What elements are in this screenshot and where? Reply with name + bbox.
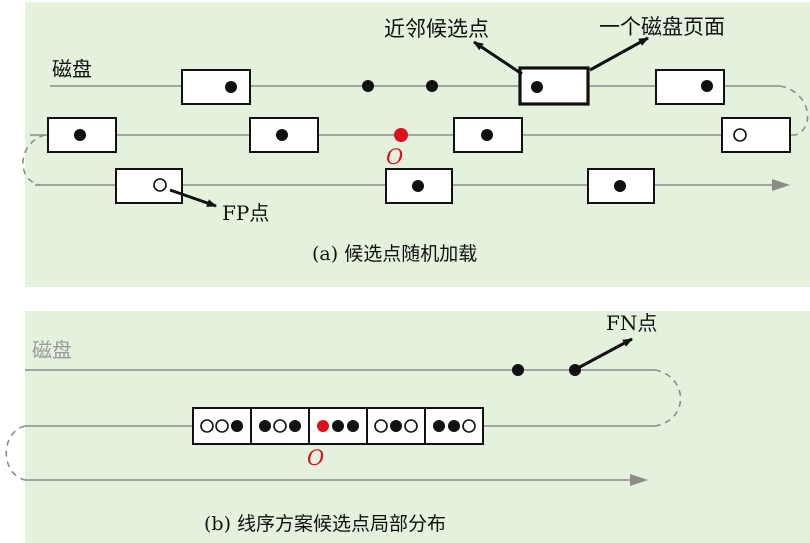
candidate-point-filled: [259, 420, 271, 432]
candidate-point-filled: [448, 420, 460, 432]
fn-point-label: FN点: [606, 311, 657, 335]
candidate-point-hollow: [215, 419, 229, 433]
candidate-point-filled: [433, 420, 445, 432]
panel-a-disk-label: 磁盘: [52, 57, 92, 81]
panel-b: 磁盘 FN点 O (b) 线序方案候选点局部分布: [5, 311, 810, 543]
candidate-point-filled: [225, 81, 237, 93]
loose-candidate-point: [426, 80, 438, 92]
arrow-icon: [169, 188, 217, 208]
fp-point: [153, 178, 167, 192]
candidate-point-filled: [231, 420, 243, 432]
panel-a: 磁盘 O: [22, 2, 810, 287]
loose-candidate-point: [362, 80, 374, 92]
dashed-connector-left: [5, 425, 26, 481]
dashed-connector-left: [22, 134, 46, 186]
query-point-label: O: [386, 145, 403, 169]
arrow-icon: [577, 337, 633, 370]
dashed-connector-right: [779, 85, 809, 136]
candidate-point-hollow: [462, 419, 476, 433]
panel-a-caption: (a) 候选点随机加载: [312, 243, 477, 265]
track-arrowhead: [630, 474, 648, 486]
panel-b-caption: (b) 线序方案候选点局部分布: [204, 513, 446, 535]
highlighted-disk-page: [518, 66, 590, 106]
disk-page: [115, 168, 183, 204]
panel-a-background: [25, 2, 810, 287]
disk-page-label: 一个磁盘页面: [599, 15, 725, 39]
candidate-point-hollow: [374, 419, 388, 433]
candidate-point-filled: [347, 420, 359, 432]
candidate-point-hollow: [273, 419, 287, 433]
disk-page: [385, 168, 453, 204]
query-point-label: O: [307, 446, 324, 470]
neighbor-candidate-point: [531, 81, 543, 93]
fp-point-label: FP点: [222, 201, 269, 225]
candidate-point-hollow: [200, 419, 214, 433]
arrow-icon: [589, 36, 649, 72]
candidate-point-filled: [701, 80, 713, 92]
candidate-point-hollow: [404, 419, 418, 433]
disk-page: [655, 69, 725, 105]
neighbor-candidate-label: 近邻候选点: [384, 17, 489, 41]
panel-b-disk-label: 磁盘: [32, 338, 72, 362]
candidate-point-filled: [481, 129, 493, 141]
candidate-point-filled: [74, 129, 86, 141]
arrow-icon: [473, 40, 523, 76]
linear-order-page-strip: [192, 407, 484, 445]
disk-page: [721, 117, 791, 153]
candidate-point-filled: [289, 420, 301, 432]
query-point: [317, 420, 329, 432]
candidate-point-filled: [614, 180, 626, 192]
candidate-point-hollow: [733, 128, 747, 142]
candidate-point-filled: [276, 129, 288, 141]
candidate-point-filled: [412, 180, 424, 192]
track-arrowhead: [772, 179, 790, 191]
candidate-point-filled: [332, 420, 344, 432]
candidate-point-filled: [390, 420, 402, 432]
query-point: [394, 128, 408, 142]
fn-point: [512, 364, 524, 376]
disk-page: [181, 69, 251, 105]
